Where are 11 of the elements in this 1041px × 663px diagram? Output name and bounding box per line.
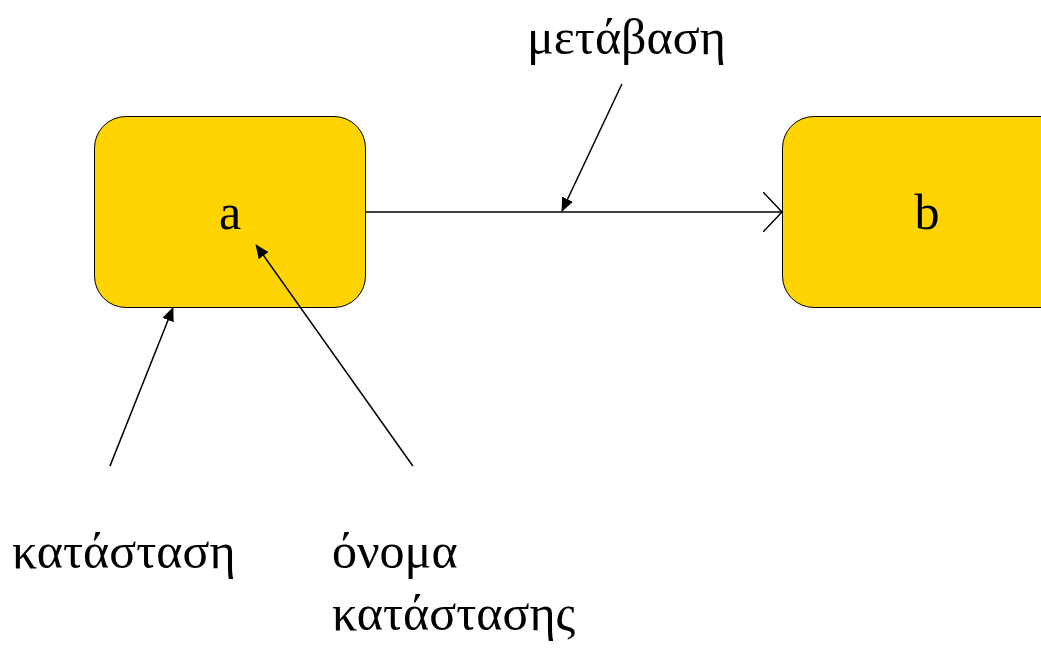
state-name: a bbox=[218, 183, 242, 242]
callout-label: μετάβαση bbox=[527, 8, 726, 67]
transition-arrow bbox=[365, 191, 783, 233]
state-box bbox=[782, 116, 1041, 308]
leader-line bbox=[109, 307, 174, 467]
state-name: b bbox=[914, 183, 940, 242]
state-box bbox=[94, 116, 366, 308]
leader-line bbox=[561, 83, 623, 212]
leader-line bbox=[255, 244, 414, 467]
callout-label: όνομα κατάστασης bbox=[332, 522, 577, 643]
callout-label: κατάσταση bbox=[12, 522, 236, 581]
